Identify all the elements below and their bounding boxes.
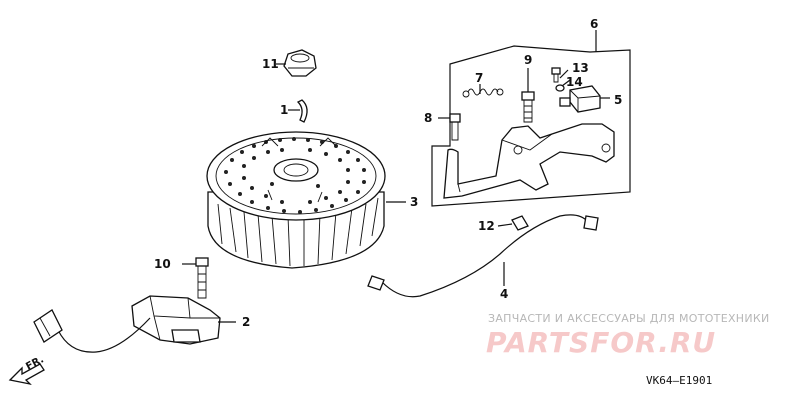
diagram-code: VK64—E1901 <box>646 374 712 387</box>
callout-7: 7 <box>475 71 483 85</box>
callout-1: 1 <box>280 103 288 117</box>
ignition-coil <box>33 295 221 353</box>
spring <box>462 88 504 98</box>
bracket-assembly-frame <box>431 45 631 207</box>
callout-12: 12 <box>478 219 495 233</box>
callout-9: 9 <box>524 53 532 67</box>
callout-2: 2 <box>242 315 250 329</box>
watermark-logo: PARTSFOR.RU <box>486 326 716 359</box>
watermark-tagline: ЗАПЧАСТИ И АКСЕССУАРЫ ДЛЯ МОТОТЕХНИКИ <box>488 312 770 325</box>
callout-14: 14 <box>566 75 583 89</box>
stop-wire <box>367 214 599 298</box>
flywheel <box>206 131 386 269</box>
front-direction-marker <box>8 363 45 386</box>
ignition-bracket <box>443 123 615 199</box>
callout-10: 10 <box>154 257 171 271</box>
woodruff-key <box>296 99 308 123</box>
flange-nut <box>283 49 317 77</box>
callout-11: 11 <box>262 57 279 71</box>
callout-labels: 11 1 7 9 13 6 14 5 8 3 12 10 4 2 <box>154 17 622 329</box>
bolt-9 <box>521 91 535 123</box>
stop-switch <box>559 85 601 113</box>
washer-14 <box>555 84 565 92</box>
bolt-10 <box>195 257 209 299</box>
callout-3: 3 <box>410 195 418 209</box>
callout-5: 5 <box>614 93 622 107</box>
clip <box>511 215 529 231</box>
callout-4: 4 <box>500 287 508 301</box>
callout-6: 6 <box>590 17 598 31</box>
screw-13 <box>551 67 561 83</box>
leader-lines <box>182 30 610 323</box>
bolt-8 <box>449 113 461 141</box>
callout-8: 8 <box>424 111 432 125</box>
callout-13: 13 <box>572 61 589 75</box>
